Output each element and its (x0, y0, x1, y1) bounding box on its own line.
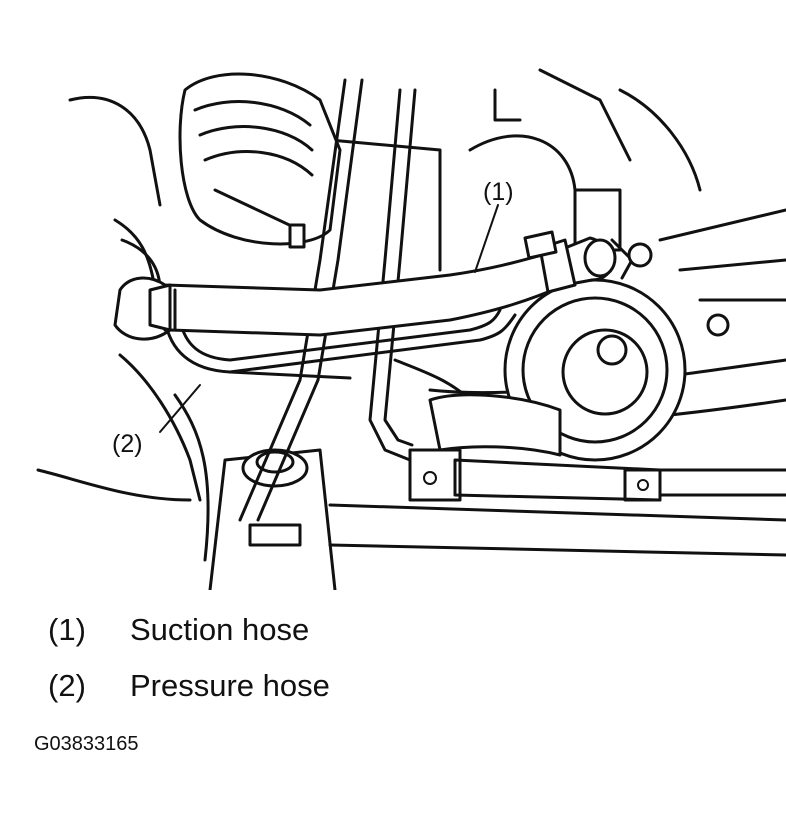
figure-id: G03833165 (34, 733, 139, 755)
lower-pipe (428, 393, 562, 457)
legend-text: Suction hose (130, 612, 310, 647)
legend-text: Pressure hose (130, 668, 330, 703)
air-intake-duct (178, 72, 342, 249)
legend-number: (2) (48, 668, 86, 703)
legend-number: (1) (48, 612, 86, 647)
frame-bracket (208, 448, 786, 590)
callout-2: (2) (112, 430, 143, 458)
legend-item-suction-hose: (1) Suction hose (0, 612, 786, 656)
legend-item-pressure-hose: (2) Pressure hose (0, 668, 786, 712)
leader-lines (159, 204, 499, 433)
engine-bay-line-drawing: (1) (2) (36, 68, 786, 590)
callout-1: (1) (483, 178, 514, 206)
vertical-tubes (238, 78, 417, 522)
suction-hose (113, 230, 653, 341)
